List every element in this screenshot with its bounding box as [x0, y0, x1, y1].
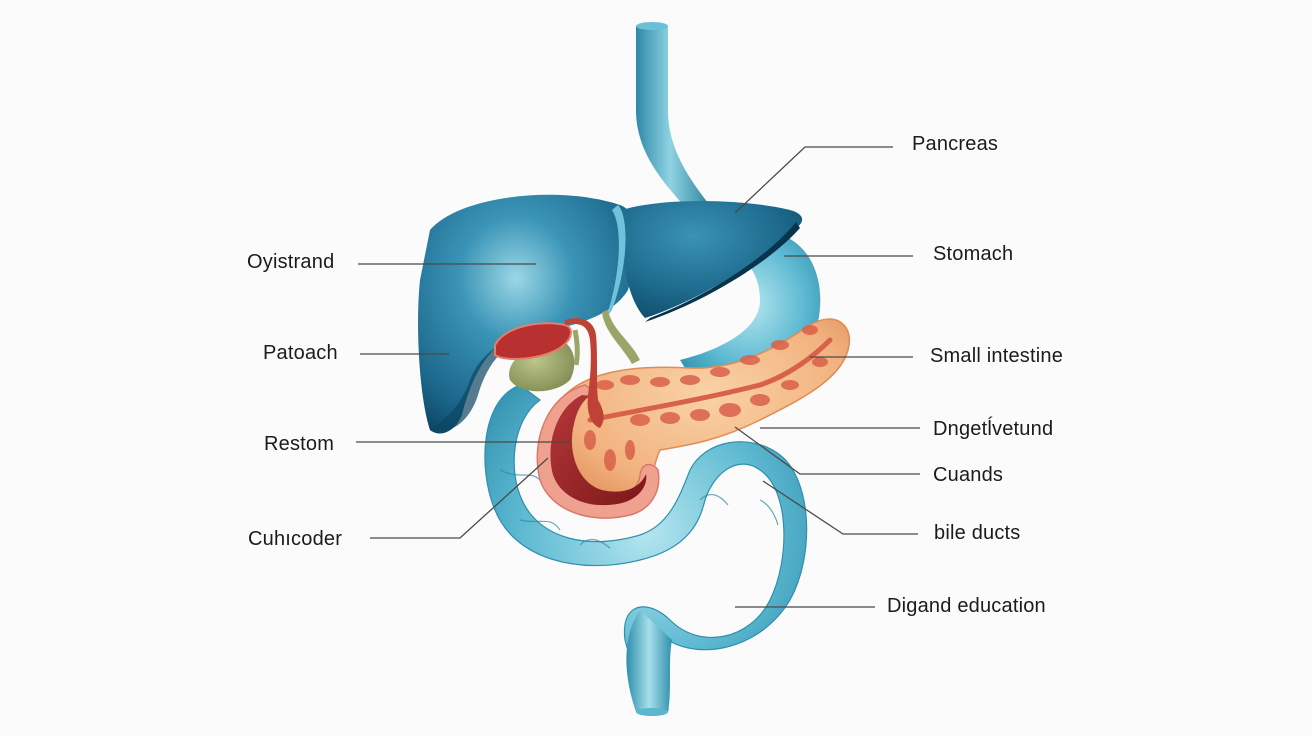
label-oyistrand: Oyistrand — [247, 251, 335, 273]
pancreas-organ — [564, 318, 851, 508]
esophagus — [636, 22, 712, 212]
leader-line-cuhicoder — [370, 457, 549, 539]
large-intestine — [484, 384, 808, 716]
label-patoach: Patoach — [263, 342, 338, 364]
leader-line-pancreas — [734, 146, 893, 214]
label-cuands: Cuands — [933, 464, 1004, 486]
label-cuhicoder: Cuhıcoder — [248, 528, 343, 550]
label-small-intestine: Small intestine — [930, 345, 1064, 367]
leader-lines — [356, 146, 920, 608]
leader-line-cuands — [734, 426, 920, 475]
label-dngetivetund: Dngetĺvetund — [933, 418, 1054, 440]
label-bile-ducts: bile ducts — [934, 522, 1021, 544]
leader-line-bile-ducts — [762, 480, 918, 535]
label-stomach: Stomach — [933, 243, 1014, 265]
label-restom: Restom — [264, 433, 335, 455]
label-digand-education: Digand education — [887, 595, 1046, 617]
duodenum — [536, 384, 660, 519]
liver — [418, 194, 803, 434]
red-vessel — [494, 318, 604, 428]
label-pancreas: Pancreas — [912, 133, 999, 155]
